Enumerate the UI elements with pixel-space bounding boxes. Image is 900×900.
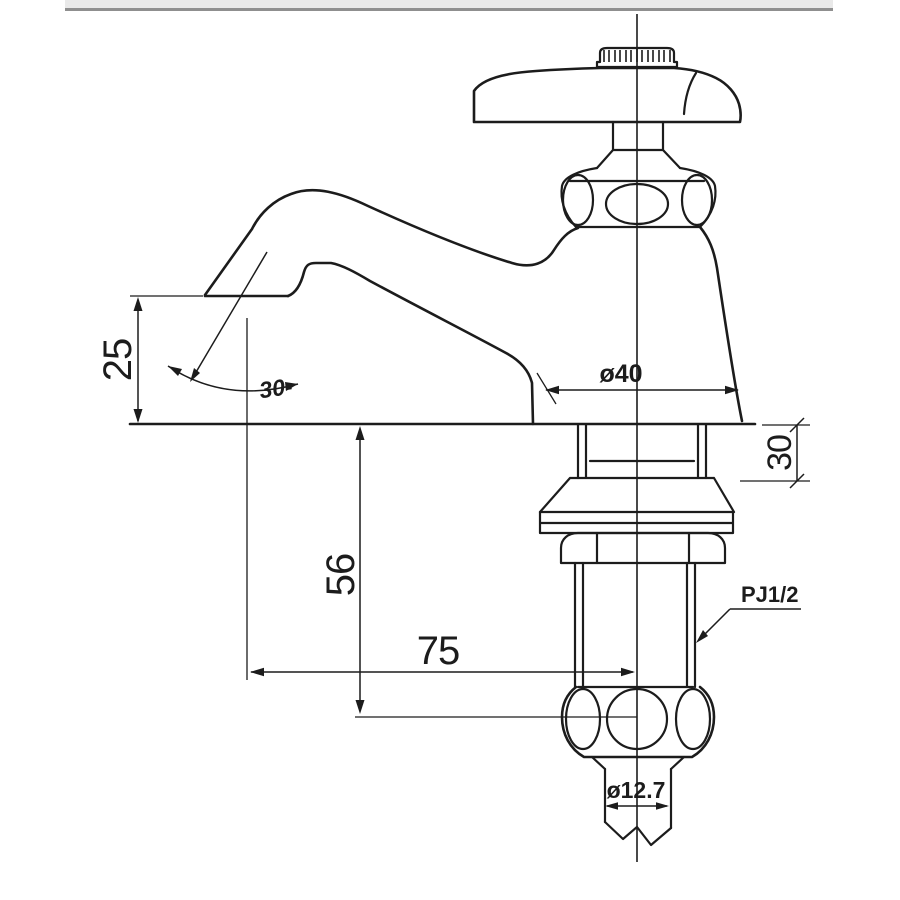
- handle-face-arc: [682, 71, 698, 116]
- threaded-shank: [573, 561, 697, 689]
- thread-leader-arrow: [696, 630, 708, 643]
- dim-25-arrow-up: [133, 297, 143, 311]
- knurl-hatch-lines: [603, 49, 671, 62]
- dim-label-deck-range: 30: [761, 435, 799, 471]
- handle-neck: [595, 120, 682, 170]
- coupling-nut-outline: [560, 685, 716, 759]
- dim-label-spout-height: 25: [96, 339, 140, 382]
- dim-30-oblique-ticks: [789, 417, 805, 489]
- coupling-nut-taper: [590, 755, 686, 771]
- bonnet-left-lobe: [561, 173, 595, 227]
- hex-locknut: [559, 531, 727, 565]
- dim-label-shank-depth: 56: [319, 554, 363, 597]
- angle-arc: [167, 365, 299, 392]
- bonnet-ring-lines: [568, 179, 706, 229]
- dim-40-extension-tick: [536, 372, 557, 405]
- dim-30-extension-lines: [740, 424, 810, 482]
- thread-leader-line: [698, 608, 801, 641]
- dim-25-arrow-down: [133, 409, 143, 423]
- pipe-break-line: [603, 820, 673, 847]
- dim-75-arrow-left: [250, 667, 264, 677]
- bonnet-center-lobe: [604, 182, 670, 226]
- dim-127-arrow-right: [656, 802, 669, 810]
- dim-56-arrow-down: [355, 700, 365, 714]
- inlet-pipe: [603, 767, 673, 830]
- hex-locknut-facets: [595, 531, 691, 565]
- spout-top-outline: [203, 188, 580, 297]
- angle-arc-arrow-left: [168, 366, 182, 376]
- dim-56-arrow-up: [355, 426, 365, 440]
- handle-outline: [472, 66, 742, 124]
- dimension-arrowheads: [133, 297, 739, 810]
- bonnet-right-lobe: [680, 173, 714, 227]
- dim-40-arrow-left: [545, 385, 559, 395]
- angle-line-arrow: [190, 368, 200, 382]
- dimension-labels: 25 30- ø40 30 56 75 PJ1/2 ø12.7: [96, 339, 799, 803]
- angle-indicator-line: [191, 251, 268, 380]
- dim-label-spout-angle: 30-: [258, 373, 295, 403]
- window-top-bar: [65, 0, 833, 11]
- bonnet-left-edge: [560, 166, 599, 229]
- dim-label-body-width: ø40: [599, 360, 642, 388]
- flange-cone: [538, 476, 736, 514]
- dim-127-arrow-left: [605, 802, 618, 810]
- dim-label-spout-reach: 75: [417, 629, 460, 673]
- coupling-left-lobe: [564, 687, 602, 751]
- dim-75-arrow-right: [621, 667, 635, 677]
- dim-label-inlet-diameter: ø12.7: [607, 777, 666, 803]
- angle-arc-arrow-right: [285, 382, 298, 391]
- upper-shank: [576, 423, 708, 480]
- window-top-bar-edge: [65, 8, 833, 11]
- dim-label-thread-spec: PJ1/2: [741, 582, 799, 607]
- bonnet-right-edge: [678, 166, 717, 229]
- window-top-bar-fill: [65, 0, 833, 8]
- coupling-right-lobe: [674, 687, 712, 751]
- faucet-line-art: [128, 14, 810, 862]
- coupling-center-lobe: [605, 687, 669, 751]
- spout-underside-outline: [286, 261, 535, 426]
- dim-40-arrow-right: [725, 385, 739, 395]
- body-right-edge: [698, 225, 744, 423]
- knurled-cap-outline: [595, 46, 679, 69]
